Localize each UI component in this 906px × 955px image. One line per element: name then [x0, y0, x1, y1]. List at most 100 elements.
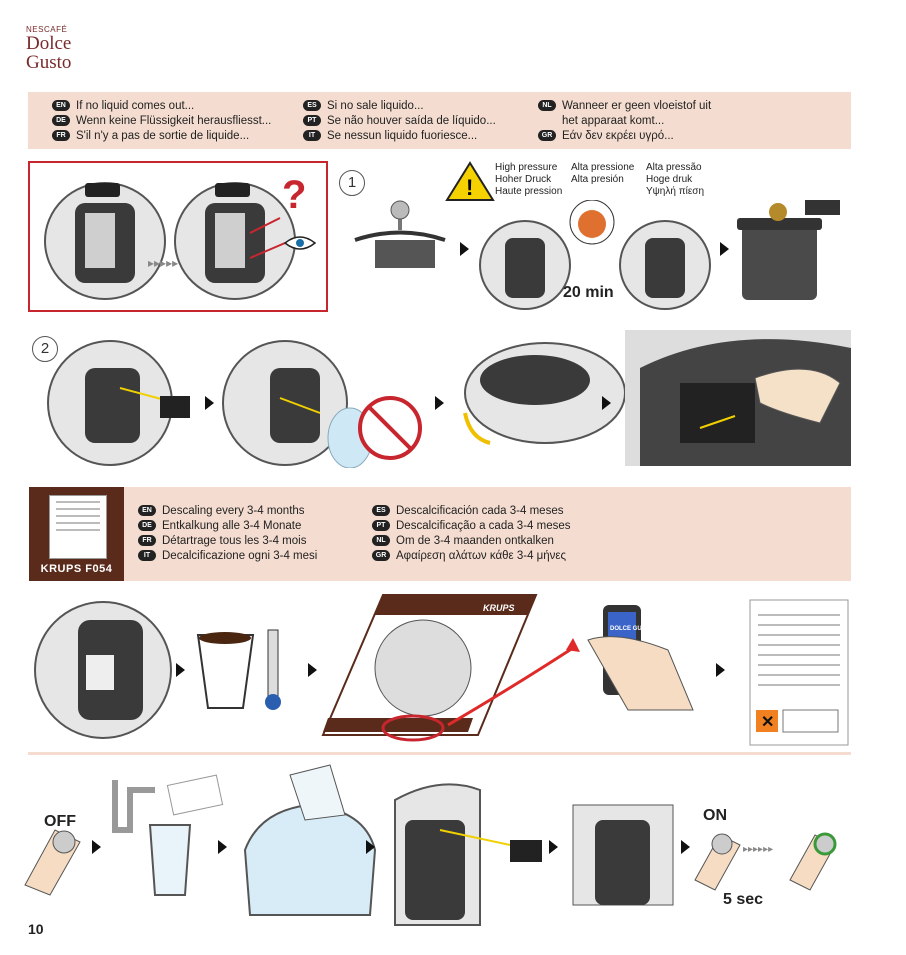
logo-gusto: Gusto: [26, 52, 72, 73]
lang-text: Decalcificazione ogni 3-4 mesi: [162, 549, 318, 562]
lang-row: PT Descalcificação a cada 3-4 meses: [372, 518, 571, 533]
pressure-col1: High pressure Hoher Druck Haute pression: [495, 162, 562, 198]
lang-badge: NL: [372, 535, 390, 546]
machine-icon: [394, 783, 542, 926]
machine-open-icon: [222, 340, 373, 468]
svg-text:▸▸▸▸▸▸: ▸▸▸▸▸▸: [743, 844, 773, 855]
warning-text: High pressure: [495, 162, 558, 173]
no-liquid-check-panel: ▸▸▸▸▸ ?: [28, 161, 328, 312]
lang-text: Descaling every 3-4 months: [162, 504, 305, 517]
lang-text: Εάν δεν εκρέει υγρό...: [562, 129, 674, 142]
lang-text: Descalcificação a cada 3-4 meses: [396, 519, 571, 532]
wait-time: 20 min: [563, 284, 614, 301]
machine-check-illustration: ▸▸▸▸▸: [44, 182, 317, 300]
finger-press-icon: [694, 833, 741, 891]
eye-icon: [283, 236, 317, 250]
descaler-product: KRUPS F054: [29, 487, 124, 581]
pressure-col3: Alta pressão Hoge druk Υψηλή πίεση: [646, 162, 704, 198]
machine-icon: [619, 220, 711, 310]
lever-icon: [354, 200, 446, 268]
warning-text: Υψηλή πίεση: [646, 186, 705, 197]
warning-text: Haute pression: [495, 186, 563, 197]
duration-label: 5 sec: [723, 891, 764, 908]
finger-press-icon: [24, 829, 81, 896]
descaler-sheet: [49, 495, 107, 559]
machine-icon: [44, 182, 166, 300]
warning-text: Alta presión: [571, 174, 624, 185]
finger-press-icon: [789, 832, 837, 891]
descaler-product-label: KRUPS F054: [40, 563, 113, 575]
lang-badge: DE: [138, 520, 156, 531]
sheet-icon: [166, 774, 224, 816]
lang-badge: FR: [52, 130, 70, 141]
lang-badge: GR: [372, 550, 390, 561]
descaling-reminder-illustration: KRUPS DOLCE GUSTO ✕: [34, 594, 849, 746]
lang-row: IT Decalcificazione ogni 3-4 mesi: [138, 548, 317, 563]
warning-text: Hoge druk: [646, 174, 693, 185]
capsule-pressure-icon: [569, 200, 615, 245]
lang-row: NL Om de 3-4 maanden ontkalken: [372, 533, 571, 548]
phone-icon: [587, 605, 694, 711]
lang-row: EN Descaling every 3-4 months: [138, 503, 317, 518]
thermometer-icon: [265, 629, 281, 710]
machine-icon: [34, 601, 172, 739]
descaling-band: [124, 487, 851, 581]
capsule-holder-icon: [737, 200, 840, 300]
warning-triangle-icon: !: [445, 161, 495, 201]
page-number: 10: [28, 921, 44, 937]
on-label: ON: [703, 807, 727, 824]
machine-icon: [572, 804, 674, 906]
lang-row: FR S'il n'y a pas de sortie de liquide...: [52, 128, 271, 143]
manual-icon: [321, 594, 538, 742]
lang-badge: IT: [138, 550, 156, 561]
lang-text: Wenn keine Flüssigkeit herausfliesst...: [76, 114, 272, 127]
warning-text: Alta pressão: [646, 162, 702, 173]
lang-badge: PT: [372, 520, 390, 531]
machine-icon: [479, 220, 571, 310]
document-icon: ✕: [749, 599, 849, 746]
lang-badge: IT: [303, 130, 321, 141]
lang-badge: DE: [52, 115, 70, 126]
step-2-badge: 2: [32, 336, 58, 362]
no-children-icon: [358, 396, 422, 460]
lang-text: Descalcificación cada 3-4 meses: [396, 504, 564, 517]
lang-text: Wanneer er geen vloeistof uit: [562, 99, 712, 112]
warning-text: Alta pressione: [571, 162, 635, 173]
step-1-badge: 1: [339, 170, 365, 196]
no-liquid-band: [28, 92, 851, 149]
lang-text: Αφαίρεση αλάτων κάθε 3-4 μήνες: [396, 549, 567, 562]
lang-text: Om de 3-4 maanden ontkalken: [396, 534, 554, 547]
step-2-illustration: [47, 330, 851, 468]
step-1-illustration: [354, 200, 840, 310]
lang-row: het apparaat komt...: [538, 113, 711, 128]
logo-nescafe: NESCAFÉ: [26, 25, 68, 34]
lang-text: Se não houver saída de líquido...: [327, 114, 496, 127]
warning-text: Hoher Druck: [495, 174, 552, 185]
phone-screen-text: DOLCE GUSTO: [610, 626, 654, 632]
svg-text:✕: ✕: [761, 714, 774, 731]
machine-back-icon: [463, 342, 626, 445]
logo-dolce: Dolce: [26, 33, 72, 54]
question-mark: ?: [282, 173, 307, 217]
lang-row: PT Se não houver saída de líquido...: [303, 113, 496, 128]
svg-text:▸▸▸▸▸: ▸▸▸▸▸: [148, 256, 178, 270]
hand-cleaning-icon: [625, 330, 851, 466]
divider: [28, 752, 851, 755]
lang-badge: ES: [372, 505, 390, 516]
lang-badge: PT: [303, 115, 321, 126]
lang-text: Détartrage tous les 3-4 mois: [162, 534, 307, 547]
lang-badge: EN: [138, 505, 156, 516]
lang-text: S'il n'y a pas de sortie de liquide...: [76, 129, 250, 142]
lang-text: If no liquid comes out...: [76, 99, 195, 112]
off-label: OFF: [44, 813, 76, 830]
descaling-col2: ES Descalcificación cada 3-4 meses PT Desc…: [372, 503, 571, 563]
pressure-col2: Alta pressione Alta presión: [571, 162, 634, 186]
